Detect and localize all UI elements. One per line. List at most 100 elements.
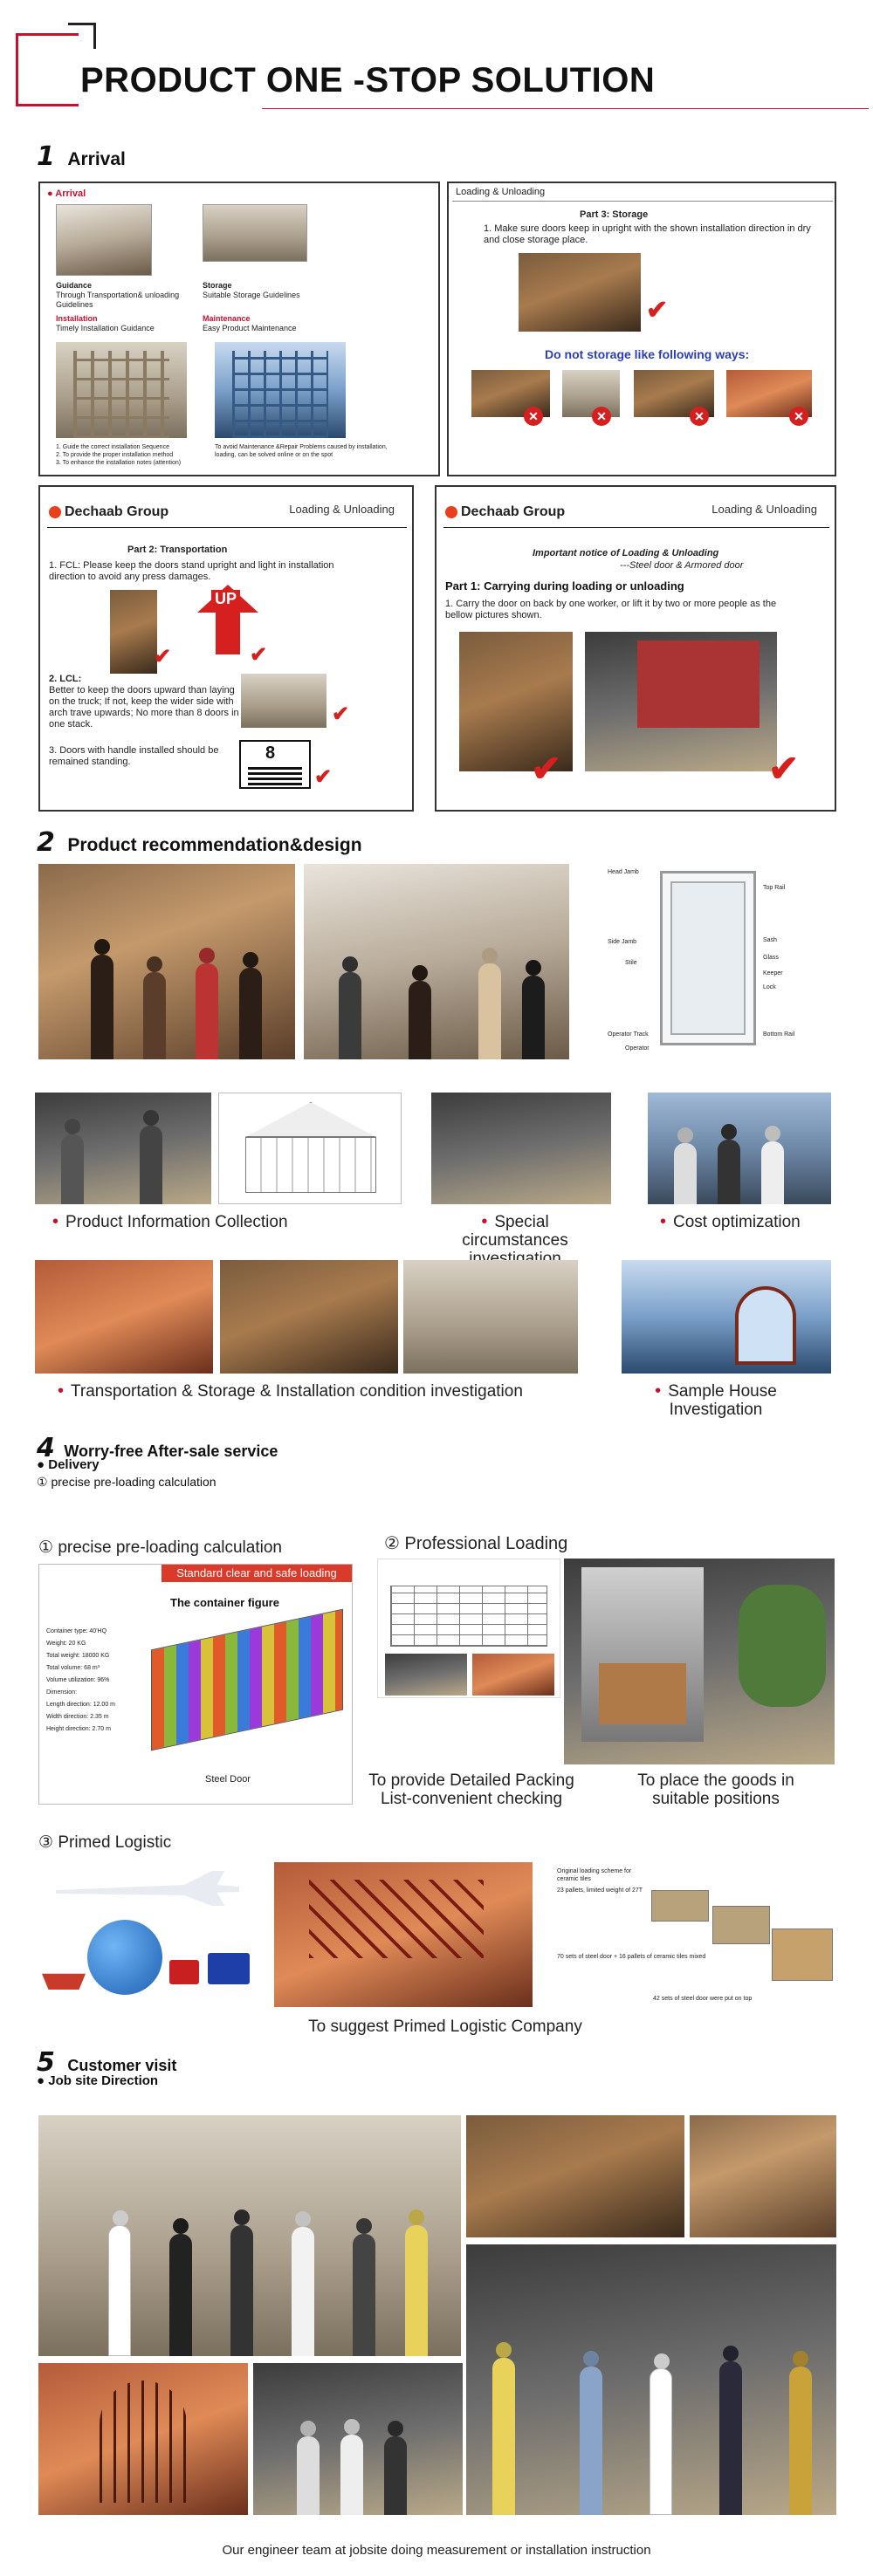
section-title: Arrival xyxy=(67,149,126,169)
carry-text: 1. Carry the door on back by one worker,… xyxy=(445,599,777,620)
block-title: precise pre-loading calculation xyxy=(58,1538,282,1557)
bullet-icon: • xyxy=(52,1212,59,1231)
storage-title: Storage xyxy=(203,281,232,290)
carry-box-tag: Loading & Unloading xyxy=(711,503,817,516)
visit-photo-2 xyxy=(466,2115,684,2237)
person xyxy=(718,1140,740,1204)
trees xyxy=(739,1585,826,1707)
block3-title: ③ Primed Logistic xyxy=(38,1833,171,1853)
section-title: Product recommendation&design xyxy=(67,835,362,855)
globe-icon xyxy=(87,1920,162,1995)
person xyxy=(409,981,431,1059)
person xyxy=(353,2234,375,2356)
fcl-text: 1. FCL: Please keep the doors stand upri… xyxy=(49,560,334,582)
scheme-note-1: Original loading scheme for ceramic tile… xyxy=(557,1868,632,1882)
diagram-label-head-jamb: Head Jamb xyxy=(608,869,639,875)
pallet-stack-3 xyxy=(772,1929,833,1981)
logo-text: Dechaab Group xyxy=(461,504,566,519)
loading-scheme: Original loading scheme for ceramic tile… xyxy=(548,1867,836,2007)
arrival-tag-label: Arrival xyxy=(55,188,86,199)
transport-box-rule xyxy=(47,527,407,528)
diagram-label-keeper: Keeper xyxy=(763,970,783,976)
scaffold xyxy=(73,351,169,438)
stat-row: Height direction: 2.70 m xyxy=(46,1726,111,1732)
page-title: PRODUCT ONE -STOP SOLUTION xyxy=(80,61,656,99)
person xyxy=(292,2227,314,2356)
stack-limit-number: 8 xyxy=(265,743,276,763)
section-5-heading: 5 Customer visit xyxy=(37,2047,176,2078)
logistics-graphic xyxy=(38,1862,267,2007)
pallet-stack-1 xyxy=(651,1890,709,1922)
cross-icon: ✕ xyxy=(524,407,543,426)
person xyxy=(405,2225,428,2356)
person xyxy=(339,972,361,1059)
stat-row: Width direction: 2.35 m xyxy=(46,1714,109,1720)
notice-title: Important notice of Loading & Unloading xyxy=(533,548,719,558)
cost-photo xyxy=(648,1093,831,1204)
container-card: Standard clear and safe loading The cont… xyxy=(38,1564,353,1805)
container-3d xyxy=(151,1608,343,1751)
bullet-icon: • xyxy=(655,1381,662,1401)
storage-box-rule xyxy=(452,201,833,202)
loading-banner: Standard clear and safe loading xyxy=(162,1565,352,1582)
building-image-2 xyxy=(215,342,346,438)
building-image-1 xyxy=(56,342,187,438)
person xyxy=(340,2435,363,2515)
arrival-note-2: To avoid Maintenance &Repair Problems ca… xyxy=(215,444,388,458)
transport-box-tag: Loading & Unloading xyxy=(289,503,395,516)
check-icon: ✔ xyxy=(250,643,268,667)
transport-box: Dechaab Group Loading & Unloading Part 2… xyxy=(38,485,414,812)
scheme-note-4: 42 sets of steel door were put on top xyxy=(653,1996,753,2002)
packing-photo-2 xyxy=(472,1654,554,1696)
carry-box: Dechaab Group Loading & Unloading Import… xyxy=(435,485,836,812)
stack-lines xyxy=(248,766,302,785)
sample-house-photo xyxy=(622,1260,831,1374)
section-4-heading: 4 Worry-free After-sale service xyxy=(37,1433,278,1463)
caption-placing: To place the goods in suitable positions xyxy=(637,1771,794,1808)
block-title: Primed Logistic xyxy=(58,1833,172,1852)
check-icon: ✔ xyxy=(768,748,800,789)
person xyxy=(384,2436,407,2515)
block-number: ② xyxy=(384,1534,400,1553)
diagram-label-bottom-rail: Bottom Rail xyxy=(763,1031,795,1038)
visit-photo-5 xyxy=(38,2363,248,2515)
carry-image-2 xyxy=(585,632,777,771)
person xyxy=(239,968,262,1059)
diagram-label-top-rail: Top Rail xyxy=(763,885,786,891)
meeting-photo-1 xyxy=(38,864,295,1059)
check-icon: ✔ xyxy=(332,702,350,726)
section-number: 5 xyxy=(37,2047,55,2078)
person xyxy=(789,2367,812,2515)
packing-photo-1 xyxy=(385,1654,467,1696)
delivery-label: Delivery xyxy=(48,1457,100,1472)
diagram-label-glass: Glass xyxy=(763,955,779,961)
packing-table xyxy=(390,1586,547,1647)
maintenance-text: Easy Product Maintenance xyxy=(203,324,297,332)
storage-part-title: Part 3: Storage xyxy=(580,209,649,220)
logo-icon xyxy=(49,505,61,518)
visit-photo-1 xyxy=(38,2115,461,2356)
special-photo xyxy=(431,1093,611,1204)
person xyxy=(140,1126,162,1204)
sub-text: precise pre-loading calculation xyxy=(51,1475,217,1489)
block-number: ③ xyxy=(38,1833,54,1852)
lcl-text: 2. LCL:Better to keep the doors upward t… xyxy=(49,674,241,730)
sub-number: ① xyxy=(37,1475,48,1489)
logo-icon xyxy=(445,505,457,518)
diagram-label-lock: Lock xyxy=(763,984,776,990)
carry-box-rule xyxy=(443,527,829,528)
transport-photo-1 xyxy=(35,1260,213,1374)
pallet-stack-2 xyxy=(712,1906,770,1944)
storage-text: Suitable Storage Guidelines xyxy=(203,291,300,299)
block-title: Professional Loading xyxy=(404,1534,568,1553)
storage-box-tag: Loading & Unloading xyxy=(456,187,546,197)
stack-limit-sign: 8 xyxy=(239,740,311,789)
check-icon: ✔ xyxy=(646,296,669,325)
notice-subtitle: ---Steel door & Armored door xyxy=(620,560,744,571)
bullet-icon: • xyxy=(660,1212,667,1231)
guidance-text: Through Transportation& unloading Guidel… xyxy=(56,291,180,309)
cross-icon: ✕ xyxy=(690,407,709,426)
stat-row: Volume utilization: 96% xyxy=(46,1677,110,1683)
section-title: Customer visit xyxy=(67,2057,177,2074)
